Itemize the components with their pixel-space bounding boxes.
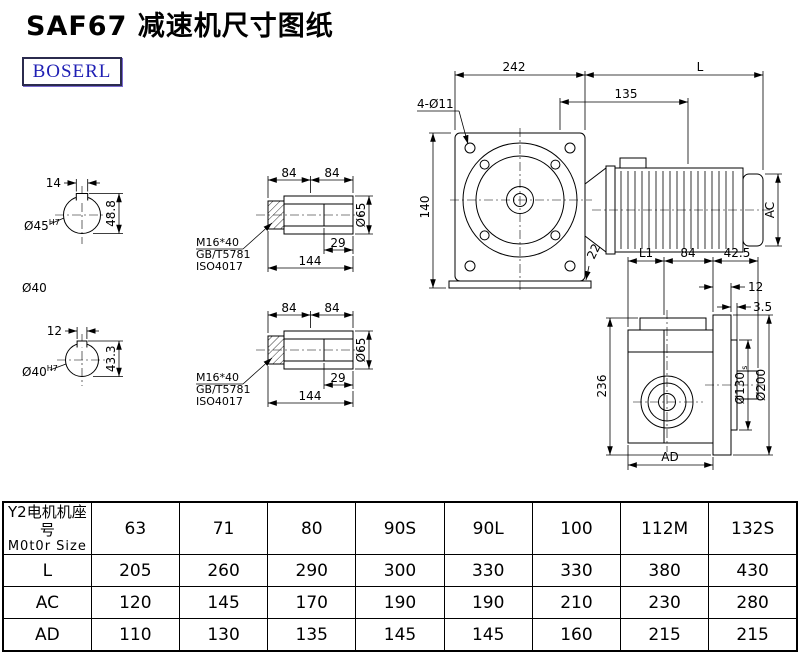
- dim-key-length-top: 29: [330, 236, 345, 250]
- dim-shaft-seg2-bottom: 84: [324, 301, 339, 315]
- table-row-sizes: Y2电机机座号 M0t0r Size 63 71 80 90S 90L 100 …: [2, 501, 798, 555]
- dim-spigot-dia: Ø130js: [733, 366, 749, 405]
- label-bolt-holes: 4-Ø11: [417, 97, 454, 111]
- gearbox-motor-front-view: 242 L 135 4-Ø11 140 22 AC: [417, 60, 782, 292]
- technical-drawing: 14 Ø45H7 48.8 Ø40 12 Ø40H7 43.3: [22, 60, 782, 470]
- table-cell: 132S: [708, 501, 798, 555]
- table-cell: 190: [443, 586, 533, 619]
- table-row-L: L 205 260 290 300 330 330 380 430: [2, 554, 798, 587]
- dim-motor-length: L: [697, 60, 704, 74]
- dim-bore-top: Ø45H7: [24, 218, 60, 233]
- dim-flange-thickness: 12: [748, 280, 763, 294]
- dim-end-length: 42.5: [724, 246, 751, 260]
- dim-shaft-seg1-top: 84: [281, 166, 296, 180]
- dim-total-length-bottom: 144: [299, 389, 322, 403]
- table-cell: 145: [355, 618, 445, 652]
- dim-l1: L1: [639, 246, 653, 260]
- table-cell: 145: [178, 586, 269, 619]
- table-cell: 330: [443, 554, 533, 587]
- dim-shaft-dia-bottom: Ø65: [354, 338, 368, 363]
- dim-motor-dia: AC: [763, 202, 777, 218]
- label-standard-gb-top: GB/T5781: [196, 248, 251, 261]
- table-cell: 380: [620, 554, 710, 587]
- bore-section-bottom-view: 12 Ø40H7 43.3: [22, 324, 123, 386]
- table-cell: 230: [620, 586, 710, 619]
- row-label: AD: [2, 618, 92, 652]
- table-cell: 170: [267, 586, 357, 619]
- dim-flange-depth: 135: [615, 87, 638, 101]
- dim-flange-dia: Ø200: [754, 369, 768, 401]
- table-cell: 330: [531, 554, 622, 587]
- dim-shaft-seg2-top: 84: [324, 166, 339, 180]
- table-cell: 71: [178, 501, 269, 555]
- dim-spigot-step: 3.5: [753, 300, 772, 314]
- table-cell: 100: [531, 501, 622, 555]
- table-cell: 190: [355, 586, 445, 619]
- table-cell: 145: [443, 618, 533, 652]
- table-cell: 112M: [620, 501, 710, 555]
- table-cell: 215: [708, 618, 798, 652]
- table-cell: 135: [267, 618, 357, 652]
- gearbox-side-view: L1 84 42.5 12 3.5 236 Ø130js Ø200 AD: [595, 246, 773, 470]
- dim-keyway-height-bottom: 43.3: [104, 345, 118, 372]
- dim-key-length-bottom: 29: [330, 371, 345, 385]
- table-row-AC: AC 120 145 170 190 190 210 230 280: [2, 586, 798, 619]
- dim-shaft-dia-top: Ø65: [354, 203, 368, 228]
- dim-keyway-width-top: 14: [46, 176, 61, 190]
- dim-gearbox-width: 242: [503, 60, 526, 74]
- brand-logo: BOSERL: [22, 57, 122, 86]
- hollow-shaft-detail-top: 84 84 29 144 Ø65 M16*40 GB/T5781 ISO4017: [196, 166, 373, 273]
- motor-size-header: Y2电机机座号 M0t0r Size: [2, 501, 92, 555]
- dim-top-length: 84: [680, 246, 695, 260]
- dim-bore-bottom: Ø40H7: [22, 364, 58, 379]
- motor-size-header-cn: Y2电机机座号: [8, 503, 87, 539]
- label-standard-iso-top: ISO4017: [196, 260, 243, 273]
- bore-section-top-view: 14 Ø45H7 48.8: [24, 176, 123, 244]
- label-bolt-bottom: M16*40: [196, 371, 239, 384]
- table-cell: 210: [531, 586, 622, 619]
- table-cell: 120: [90, 586, 180, 619]
- table-cell: 130: [178, 618, 269, 652]
- table-cell: 205: [90, 554, 180, 587]
- label-standard-iso-bottom: ISO4017: [196, 395, 243, 408]
- table-cell: 280: [708, 586, 798, 619]
- label-bolt-top: M16*40: [196, 236, 239, 249]
- table-cell: 300: [355, 554, 445, 587]
- hollow-shaft-detail-bottom: 84 84 29 144 Ø65 M16*40 GB/T5781 ISO4017: [196, 301, 373, 408]
- dim-overall-height: 236: [595, 375, 609, 398]
- table-row-AD: AD 110 130 135 145 145 160 215 215: [2, 618, 798, 652]
- dim-keyway-width-bottom: 12: [47, 324, 62, 338]
- dim-width-ad: AD: [661, 450, 678, 464]
- dim-keyway-height-top: 48.8: [104, 200, 118, 227]
- table-cell: 90S: [355, 501, 445, 555]
- dim-shaft-seg1-bottom: 84: [281, 301, 296, 315]
- motor-dimension-table: Y2电机机座号 M0t0r Size 63 71 80 90S 90L 100 …: [2, 501, 798, 652]
- table-cell: 90L: [443, 501, 533, 555]
- table-cell: 160: [531, 618, 622, 652]
- dim-foot-height: 22: [584, 241, 603, 261]
- label-standard-gb-bottom: GB/T5781: [196, 383, 251, 396]
- row-label: L: [2, 554, 92, 587]
- dim-center-height: 140: [418, 196, 432, 219]
- label-shaft-bore: Ø40: [22, 281, 47, 295]
- row-label: AC: [2, 586, 92, 619]
- table-cell: 260: [178, 554, 269, 587]
- dim-total-length-top: 144: [299, 254, 322, 268]
- table-cell: 290: [267, 554, 357, 587]
- table-cell: 430: [708, 554, 798, 587]
- table-cell: 63: [90, 501, 180, 555]
- table-cell: 110: [90, 618, 180, 652]
- motor-size-header-en: M0t0r Size: [7, 539, 87, 554]
- page-title: SAF67 减速机尺寸图纸: [26, 11, 334, 42]
- table-cell: 80: [267, 501, 357, 555]
- table-cell: 215: [620, 618, 710, 652]
